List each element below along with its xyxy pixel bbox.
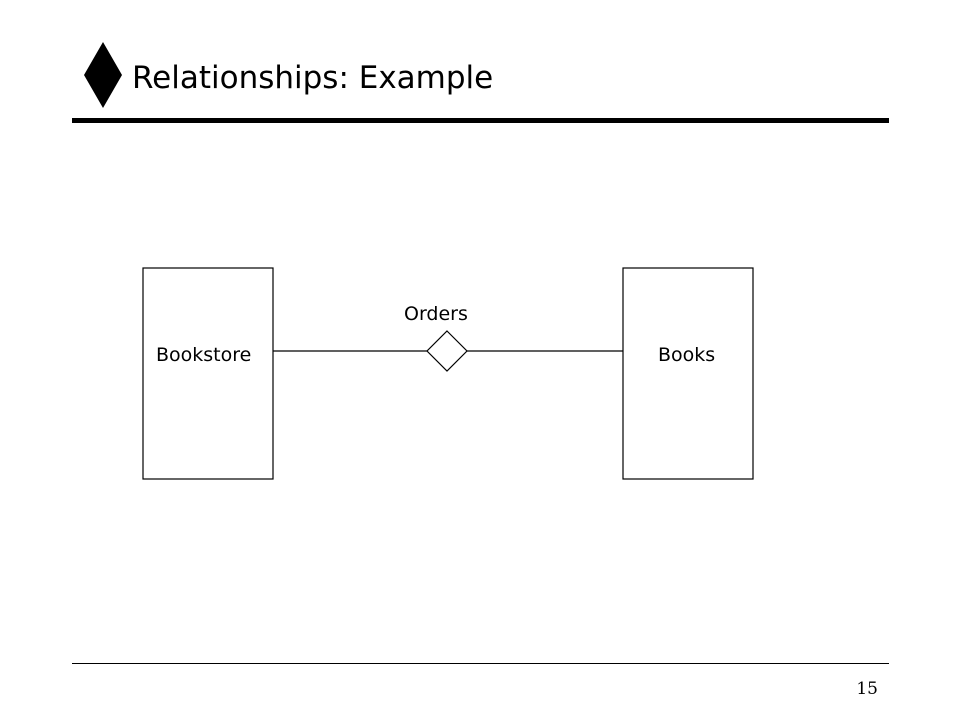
entity-books: Books: [622, 267, 754, 480]
diamond-bullet-icon: [84, 42, 122, 108]
page-number: 15: [856, 679, 878, 699]
title-divider: [72, 118, 889, 123]
relationship-orders: Orders: [404, 303, 468, 372]
relationship-diamond: [426, 330, 468, 372]
footer-divider: [72, 663, 889, 664]
entity-bookstore: Bookstore: [142, 267, 274, 480]
page-title: Relationships: Example: [132, 60, 494, 96]
entity-label-books: Books: [658, 344, 715, 366]
relationship-label-orders: Orders: [404, 303, 468, 325]
entity-label-bookstore: Bookstore: [156, 344, 251, 366]
